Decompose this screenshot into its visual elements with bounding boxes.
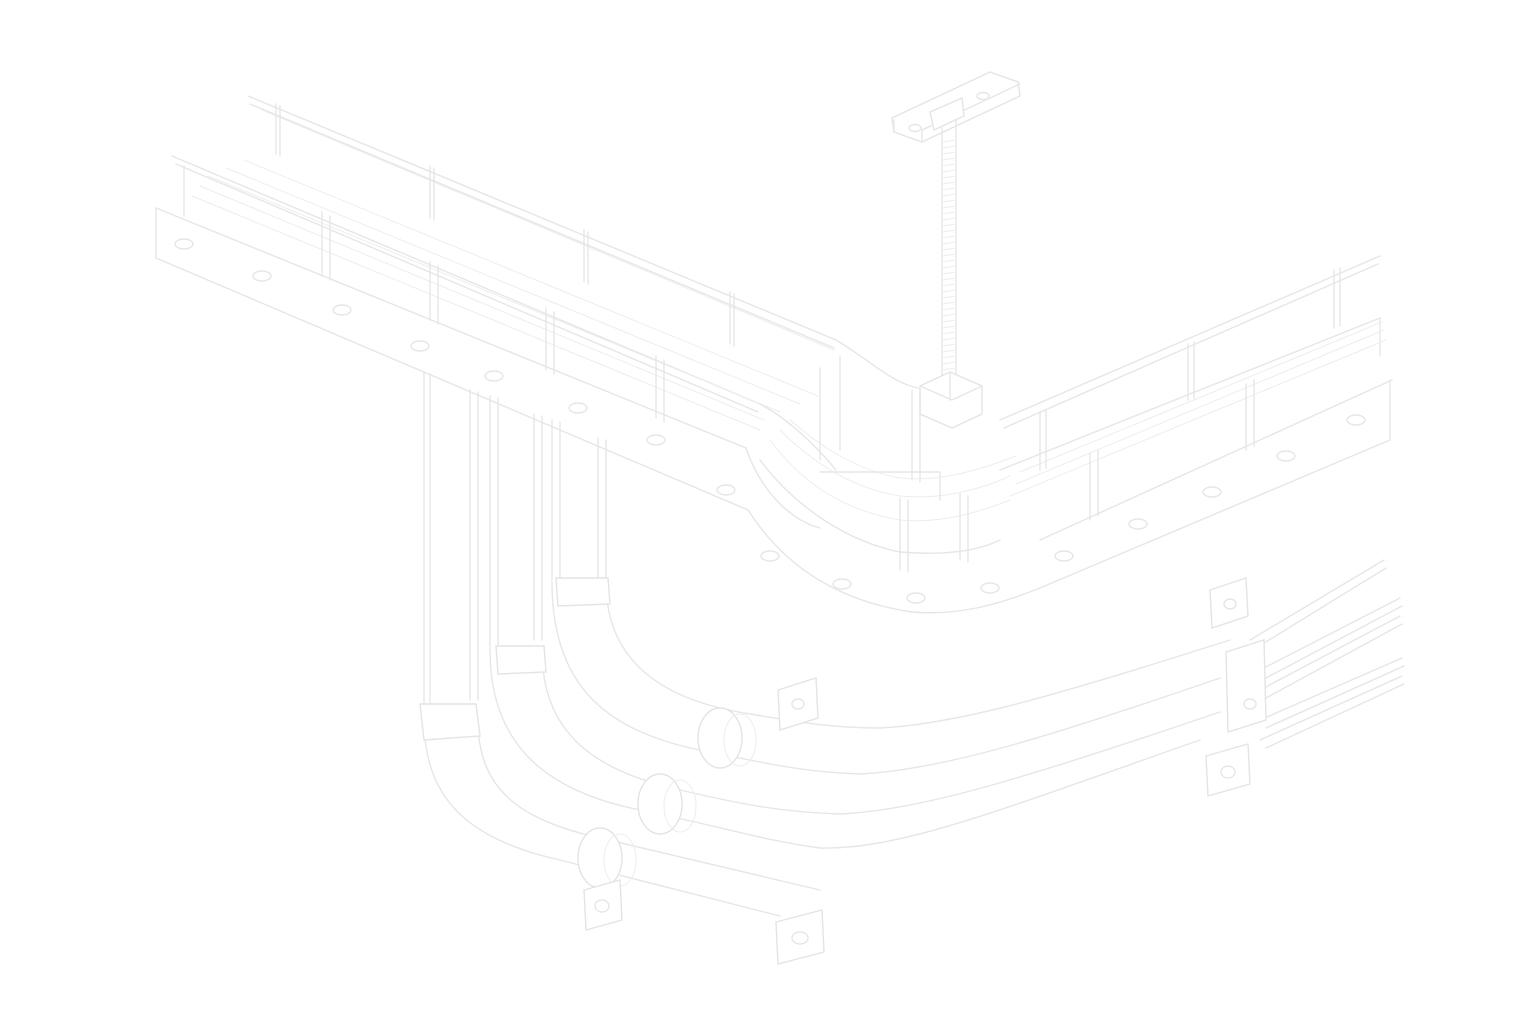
rod-thread — [941, 229, 957, 233]
rod-thread — [941, 259, 957, 263]
rod-thread — [941, 145, 957, 149]
tray-slot-holes — [174, 238, 1366, 604]
cable-tray — [155, 95, 1393, 614]
tray-slot-hole — [980, 582, 1000, 594]
rod-thread — [941, 271, 957, 275]
rod-thread — [941, 277, 957, 281]
rod-thread — [941, 265, 957, 269]
rod-thread — [941, 337, 957, 341]
rod-thread — [941, 151, 957, 155]
rod-thread — [941, 163, 957, 167]
tray-slot-hole — [332, 304, 352, 316]
tray-slot-hole — [1346, 414, 1366, 426]
tray-slot-hole — [568, 402, 588, 414]
rod-thread — [941, 169, 957, 173]
rod-thread — [941, 331, 957, 335]
rod-thread — [941, 301, 957, 305]
rod-thread — [941, 217, 957, 221]
tray-slot-hole — [1054, 550, 1074, 562]
rod-thread — [941, 307, 957, 311]
rod-thread — [941, 361, 957, 365]
rod-thread — [941, 223, 957, 227]
rod-thread — [941, 355, 957, 359]
rod-thread — [941, 367, 957, 371]
conduit-bundle — [419, 371, 1405, 917]
rod-thread — [941, 247, 957, 251]
rod-thread — [941, 325, 957, 329]
tray-slot-hole — [646, 434, 666, 446]
rod-thread — [941, 193, 957, 197]
rod-thread — [941, 139, 957, 143]
tray-slot-hole — [484, 370, 504, 382]
tray-slot-hole — [760, 550, 780, 562]
tray-slot-hole — [252, 270, 272, 282]
tray-splice-plates — [275, 103, 735, 423]
rod-thread — [941, 199, 957, 203]
tray-slot-hole — [832, 578, 852, 590]
rod-thread — [941, 295, 957, 299]
tray-slot-hole — [410, 340, 430, 352]
rod-thread — [941, 349, 957, 353]
rod-thread — [941, 235, 957, 239]
tray-slot-hole — [716, 484, 736, 496]
rod-thread — [941, 187, 957, 191]
rod-thread — [941, 181, 957, 185]
pipe-clamps — [583, 577, 1267, 965]
tray-slot-hole — [1276, 450, 1296, 462]
tray-slot-hole — [906, 592, 926, 604]
rod-thread — [941, 211, 957, 215]
rod-thread — [941, 289, 957, 293]
rod-thread — [941, 253, 957, 257]
rod-thread — [941, 205, 957, 209]
tray-slot-hole — [1202, 486, 1222, 498]
rod-thread — [941, 241, 957, 245]
tray-slot-hole — [1128, 518, 1148, 530]
threaded-rod — [919, 119, 983, 429]
rod-thread — [941, 283, 957, 287]
rod-thread — [941, 343, 957, 347]
tray-slot-hole — [174, 238, 194, 250]
ceiling-hanger-plate — [891, 71, 1021, 143]
rod-thread — [941, 313, 957, 317]
rod-thread — [941, 319, 957, 323]
rod-thread — [941, 175, 957, 179]
rod-thread — [941, 157, 957, 161]
